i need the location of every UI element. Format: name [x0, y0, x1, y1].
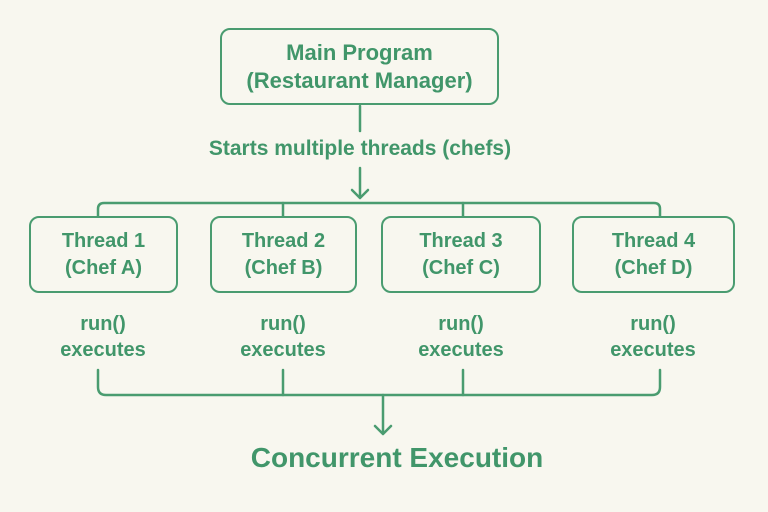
- run-label-line1: run(): [630, 313, 676, 335]
- run-executes-label-1: run() executes: [38, 311, 168, 363]
- run-label-line2: executes: [418, 339, 504, 361]
- main-program-box: Main Program (Restaurant Manager): [220, 28, 499, 105]
- main-program-subtitle: (Restaurant Manager): [246, 67, 473, 93]
- run-executes-label-3: run() executes: [396, 311, 526, 363]
- bottom-merge-bracket: [96, 368, 662, 397]
- thread-box-3: Thread 3 (Chef C): [381, 216, 541, 293]
- start-threads-label: Starts multiple threads (chefs): [208, 137, 512, 160]
- thread-box-4: Thread 4 (Chef D): [572, 216, 735, 293]
- thread-chef: (Chef C): [422, 256, 500, 279]
- thread-chef: (Chef B): [244, 256, 323, 279]
- start-arrow-head-icon: [350, 188, 370, 200]
- concurrent-arrow-head-icon: [373, 424, 393, 436]
- thread-box-1: Thread 1 (Chef A): [29, 216, 178, 293]
- thread-name: Thread 1: [61, 229, 146, 252]
- thread-name: Thread 3: [419, 229, 503, 252]
- thread-name: Thread 2: [241, 229, 326, 252]
- run-executes-label-2: run() executes: [218, 311, 348, 363]
- run-label-line1: run(): [260, 313, 306, 335]
- run-label-line1: run(): [80, 313, 126, 335]
- concurrent-execution-label: Concurrent Execution: [250, 442, 544, 473]
- run-label-line2: executes: [610, 339, 696, 361]
- thread-box-2: Thread 2 (Chef B): [210, 216, 357, 293]
- thread-name: Thread 4: [611, 229, 696, 252]
- run-label-line2: executes: [240, 339, 326, 361]
- top-branch-bar: [96, 201, 662, 218]
- thread-chef: (Chef A): [64, 256, 143, 279]
- main-program-title: Main Program: [286, 39, 433, 65]
- run-label-line1: run(): [438, 313, 484, 335]
- thread-chef: (Chef D): [614, 256, 693, 279]
- run-label-line2: executes: [60, 339, 146, 361]
- run-executes-label-4: run() executes: [588, 311, 718, 363]
